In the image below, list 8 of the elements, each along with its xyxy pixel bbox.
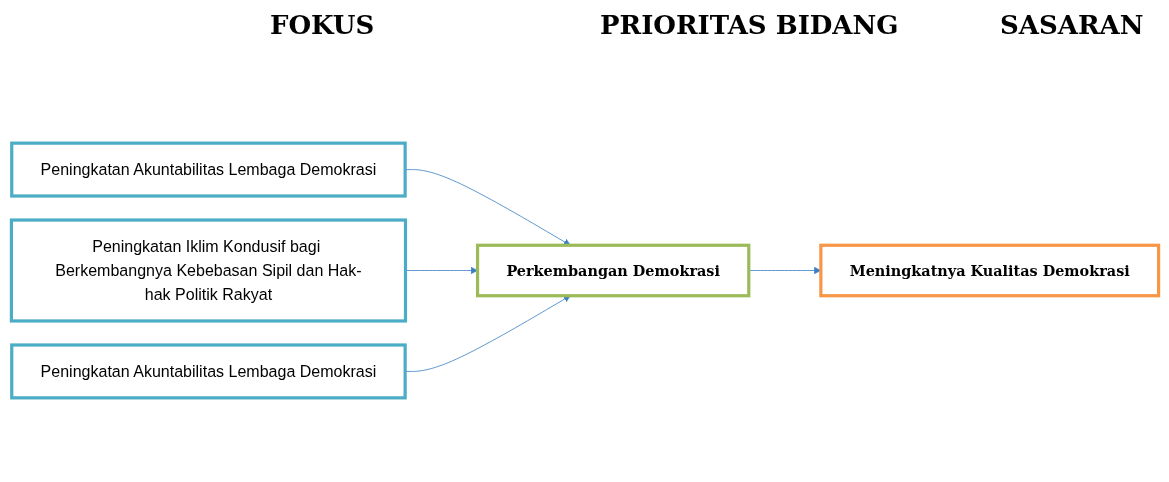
column-heading: PRIORITAS BIDANG: [600, 10, 899, 40]
column-heading: FOKUS: [270, 10, 375, 40]
node-box: Peningkatan Akuntabilitas Lembaga Demokrasi: [9, 141, 407, 198]
column-heading: SASARAN: [1000, 10, 1144, 40]
node-box: Meningkatnya Kualitas Demokrasi: [818, 243, 1160, 297]
node-box: Peningkatan Akuntabilitas Lembaga Demokrasi: [9, 342, 407, 399]
node-box: Perkembangan Demokrasi: [475, 243, 750, 297]
node-box: Peningkatan Iklim Kondusif bagi Berkembangnya Kebebasan Sipil dan Hak-hak Politik Rakyat: [9, 217, 407, 323]
